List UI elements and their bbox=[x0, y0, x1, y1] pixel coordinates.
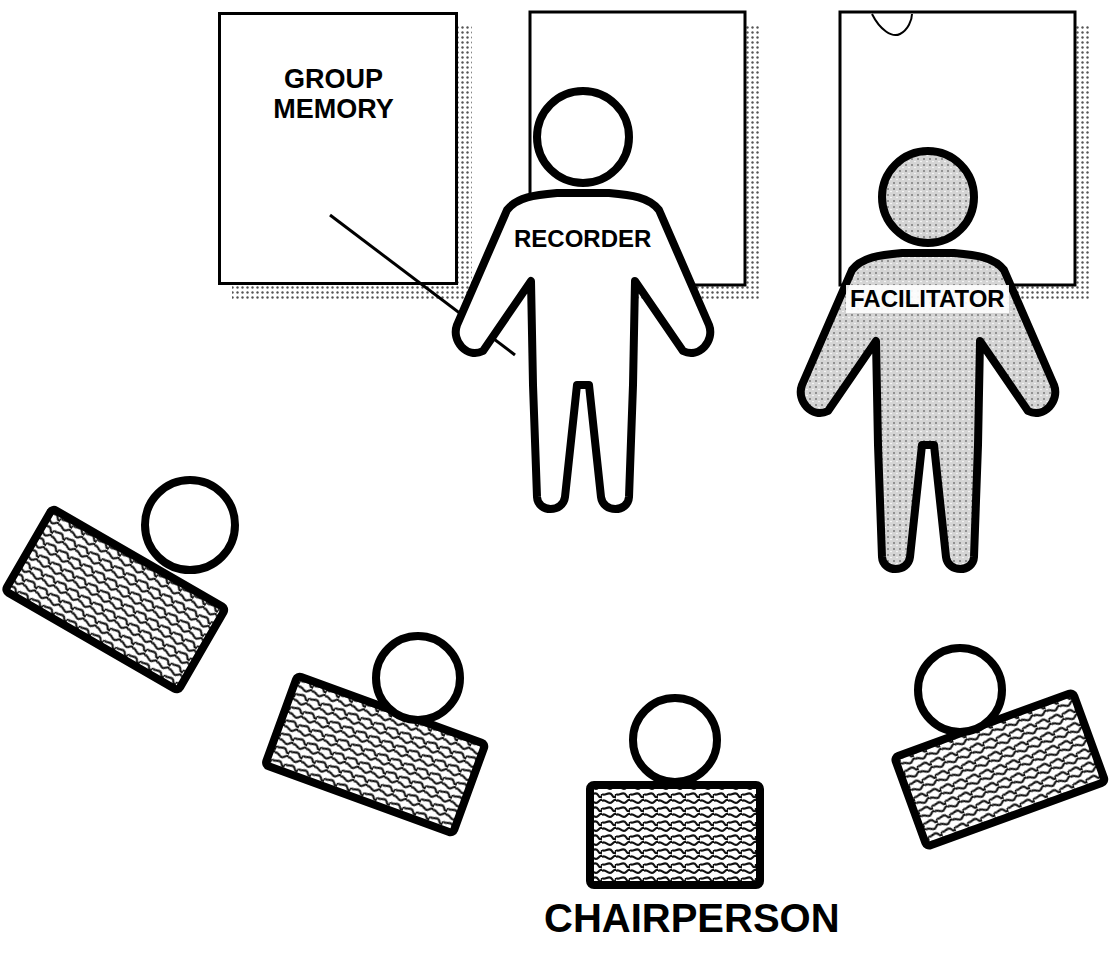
role-name: FACILITATOR bbox=[846, 285, 1009, 313]
participant-head bbox=[633, 698, 717, 782]
table bbox=[590, 785, 760, 885]
person-head bbox=[537, 91, 629, 183]
participant-head bbox=[376, 636, 460, 720]
recorder-figure: RECORDER bbox=[445, 85, 720, 515]
participant-head bbox=[918, 648, 1002, 732]
flip-chart-panel bbox=[840, 12, 1075, 285]
group-memory-panel: GROUP MEMORY bbox=[218, 12, 458, 285]
panel-ground bbox=[218, 12, 458, 285]
participant-head bbox=[145, 480, 235, 570]
facilitator-figure: FACILITATOR bbox=[790, 145, 1065, 575]
role-label: CHAIRPERSON bbox=[544, 896, 840, 941]
figure-outline bbox=[445, 85, 720, 515]
panel-title: GROUP MEMORY bbox=[241, 65, 426, 124]
person-head bbox=[882, 151, 974, 243]
person-body bbox=[801, 253, 1056, 569]
person-body bbox=[456, 193, 711, 509]
figure-outline bbox=[790, 145, 1065, 575]
role-name: RECORDER bbox=[510, 225, 655, 253]
panel-scribble bbox=[872, 14, 912, 35]
